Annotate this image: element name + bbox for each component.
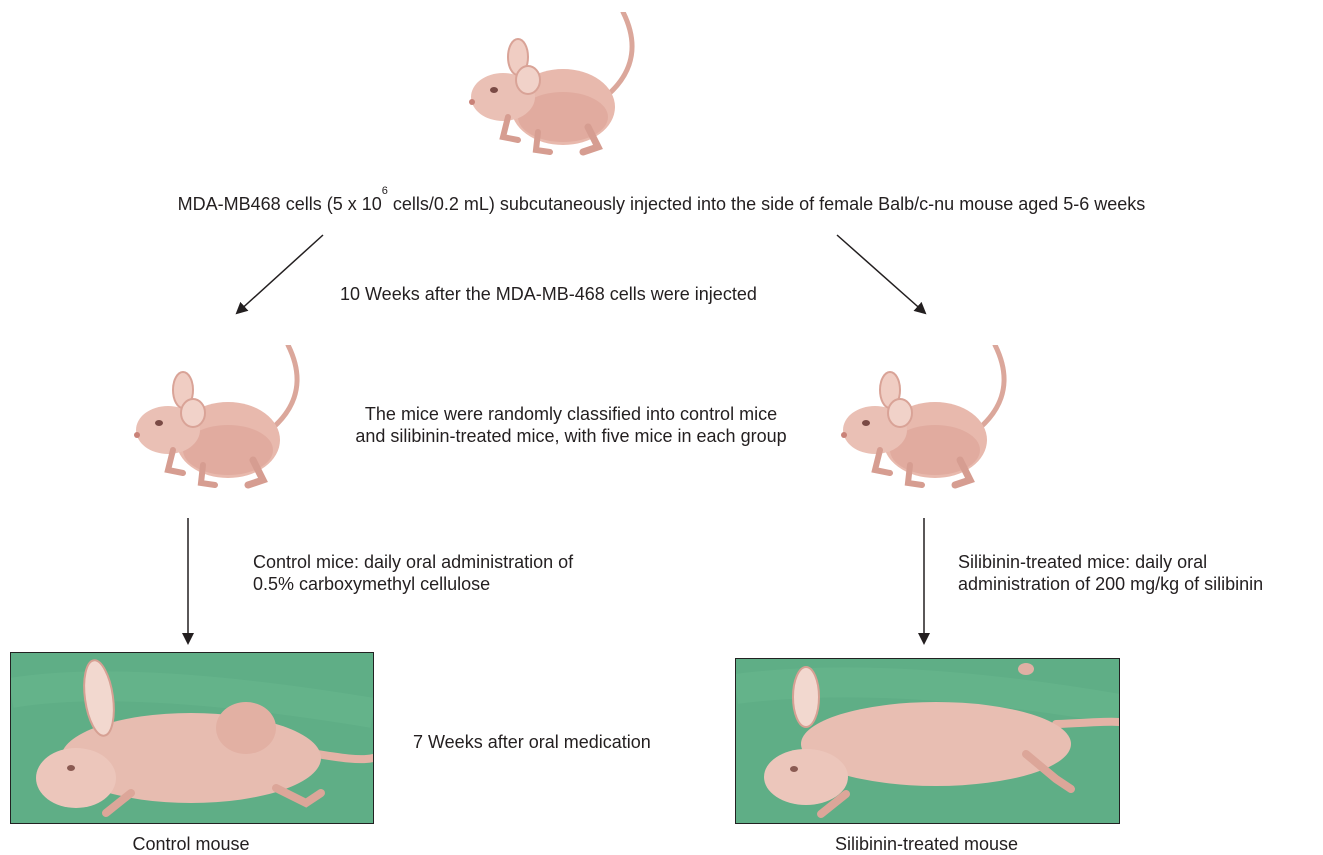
- control-treatment-line-1: Control mice: daily oral administration …: [253, 551, 573, 573]
- arrow-icon-right-diagonal: [837, 235, 925, 313]
- control-mouse-photo: [10, 652, 374, 824]
- silibinin-mouse-caption: Silibinin-treated mouse: [735, 833, 1118, 855]
- injection-text-before: MDA-MB468 cells (5 x 10: [178, 194, 382, 214]
- silibinin-mouse-photo: [735, 658, 1120, 824]
- weeks-after-medication: 7 Weeks after oral medication: [413, 731, 651, 753]
- control-mouse-caption: Control mouse: [10, 833, 372, 855]
- silibinin-treatment-description: Silibinin-treated mice: daily oral admin…: [958, 551, 1263, 595]
- randomization-description: The mice were randomly classified into c…: [296, 403, 846, 447]
- silibinin-treatment-line-2: administration of 200 mg/kg of silibinin: [958, 573, 1263, 595]
- randomization-line-1: The mice were randomly classified into c…: [296, 403, 846, 425]
- control-treatment-description: Control mice: daily oral administration …: [253, 551, 573, 595]
- injection-text-after: cells/0.2 mL) subcutaneously injected in…: [388, 194, 1145, 214]
- randomization-line-2: and silibinin-treated mice, with five mi…: [296, 425, 846, 447]
- silibinin-mouse-figure: [736, 659, 1119, 823]
- control-treatment-line-2: 0.5% carboxymethyl cellulose: [253, 573, 573, 595]
- injection-description: MDA-MB468 cells (5 x 106 cells/0.2 mL) s…: [0, 193, 1323, 215]
- control-mouse-figure: [11, 653, 373, 823]
- injection-exponent: 6: [382, 185, 388, 197]
- arrow-icon-left-diagonal: [237, 235, 323, 313]
- silibinin-treatment-line-1: Silibinin-treated mice: daily oral: [958, 551, 1263, 573]
- weeks-after-injection: 10 Weeks after the MDA-MB-468 cells were…: [340, 283, 757, 305]
